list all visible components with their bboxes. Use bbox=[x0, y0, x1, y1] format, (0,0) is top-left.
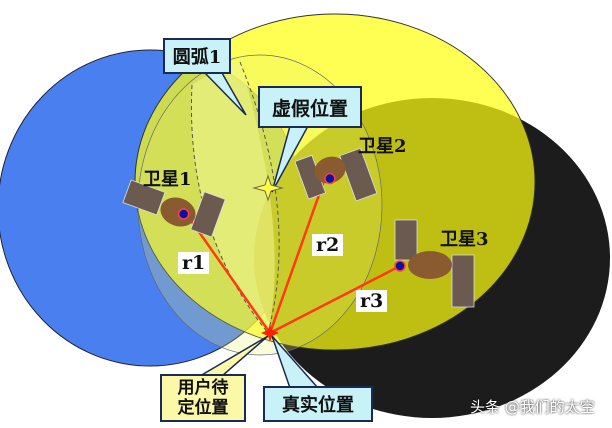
satellite1-label: 卫星1 bbox=[143, 169, 192, 190]
range-line-r3 bbox=[269, 264, 401, 335]
range-label-r2: r2 bbox=[312, 234, 344, 256]
user-position-callout: 用户待定位置 bbox=[160, 374, 246, 422]
satellite2-label: 卫星2 bbox=[358, 136, 407, 157]
true-position-callout: 真实位置 bbox=[263, 386, 373, 422]
satellite3-label: 卫星3 bbox=[440, 229, 489, 250]
true-position-star-icon bbox=[261, 324, 279, 342]
range-label-r3: r3 bbox=[356, 290, 388, 312]
watermark: 头条 @我们的太空 bbox=[470, 398, 595, 416]
arc-1-region bbox=[191, 62, 275, 333]
satellite3-icon bbox=[394, 219, 475, 308]
arc-1-callout: 圆弧1 bbox=[163, 38, 231, 74]
range-line-r2 bbox=[268, 177, 327, 334]
satellite2-icon bbox=[294, 147, 378, 202]
range-label-r1: r1 bbox=[178, 252, 210, 274]
satellite1-icon bbox=[122, 179, 226, 238]
false-position-callout: 虚假位置 bbox=[258, 86, 362, 128]
false-position-star-icon bbox=[252, 174, 284, 202]
